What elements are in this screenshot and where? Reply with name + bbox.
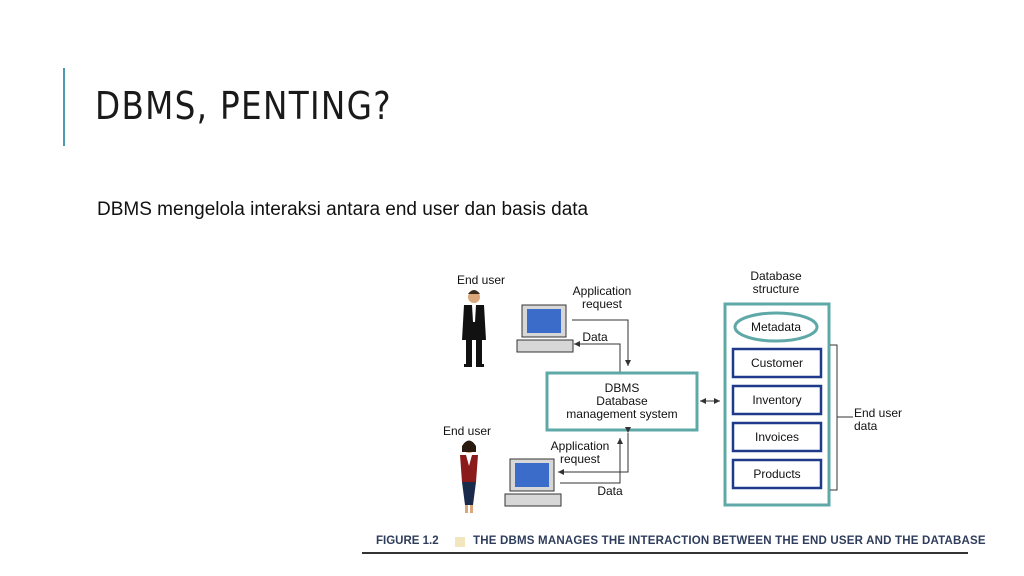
end-user-woman-icon <box>460 440 478 513</box>
metadata-label: Metadata <box>750 320 802 334</box>
dbms-diagram-graphics <box>460 290 853 513</box>
dbms-box: DBMS Database management system <box>549 375 695 428</box>
slide-title: DBMS, PENTING? <box>95 84 392 128</box>
title-accent-bar <box>63 68 65 146</box>
label-end-user-top: End user <box>456 273 506 287</box>
label-data-top: Data <box>582 330 608 344</box>
figure-caption-number: FIGURE 1.2 <box>376 535 439 547</box>
table-products: Products <box>753 467 801 481</box>
table-inventory: Inventory <box>752 393 802 407</box>
dbms-box-label: DBMS Database management system <box>566 381 678 421</box>
label-data-bottom: Data <box>597 484 623 498</box>
table-invoices: Invoices <box>754 430 800 444</box>
label-end-user-data: End user data <box>854 406 903 433</box>
label-database-structure: Database structure <box>750 269 802 296</box>
label-app-request-top: Application request <box>572 284 632 311</box>
figure-caption-text: THE DBMS MANAGES THE INTERACTION BETWEEN… <box>473 535 986 547</box>
figure-caption-separator <box>455 537 465 547</box>
computer-bottom-icon <box>504 458 562 507</box>
label-end-user-bottom: End user <box>442 424 492 438</box>
computer-top-icon <box>516 304 574 353</box>
slide-subtitle: DBMS mengelola interaksi antara end user… <box>97 199 589 220</box>
dbms-figure: End user Application request Data DBMS D… <box>360 262 986 562</box>
end-user-man-icon <box>462 290 486 367</box>
table-customer: Customer <box>750 356 803 370</box>
label-app-request-bottom: Application request <box>550 439 610 466</box>
figure-caption-rule <box>362 552 968 554</box>
